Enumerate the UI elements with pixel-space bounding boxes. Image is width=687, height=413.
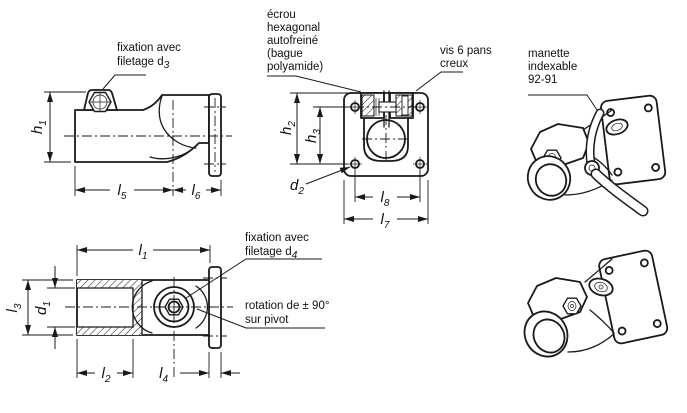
annotation-fixation-d4: fixation avec filetage d4: [185, 232, 322, 299]
annotation-fixation-d3: fixation avec filetage d3: [102, 42, 181, 90]
section-view-dimensions: l1 l3 d1 l2 l4: [4, 242, 240, 385]
pivot-screw-2: [588, 277, 614, 297]
dim-label-d2: d2: [290, 177, 304, 197]
dim-label-l1: l1: [139, 242, 148, 262]
front-view: h2 h3 d2 l8 l7 écrou hexagonal autofrein…: [267, 9, 492, 231]
svg-text:filetage d4: filetage d4: [245, 246, 298, 261]
side-view-dimensions: h1 l5 l6: [29, 91, 222, 202]
pivot-screw-1: [605, 118, 629, 136]
leader-d2: [305, 166, 351, 185]
iso-view-plain: [523, 249, 669, 358]
iso-view-lever: manette indexable 92-91: [526, 48, 667, 217]
dim-label-l7: l7: [381, 211, 390, 231]
dim-label-h2: h2: [278, 121, 298, 135]
annotation-manette: manette indexable 92-91: [528, 48, 600, 114]
section-view-part: [65, 266, 233, 378]
iso-flange-1: [600, 94, 667, 186]
dim-label-l5: l5: [118, 182, 127, 202]
leader-fixation-d4: [185, 258, 322, 299]
fork-arc-right: [195, 285, 209, 329]
nut-section: [361, 94, 375, 117]
leader-vis: [415, 71, 463, 92]
dim-label-l4: l4: [159, 365, 168, 385]
svg-text:(bague: (bague: [267, 48, 303, 60]
front-view-part: [343, 90, 429, 177]
section-view: l1 l3 d1 l2 l4 fixation avec filetage d4: [4, 232, 329, 385]
svg-text:manette: manette: [528, 48, 570, 60]
tube-wall-top: [77, 280, 142, 288]
svg-text:92-91: 92-91: [528, 74, 557, 86]
corner-holes: [348, 100, 427, 171]
annotation-ecrou: écrou hexagonal autofreiné (bague polyam…: [267, 9, 362, 93]
dim-label-l2: l2: [102, 365, 111, 385]
svg-text:sur pivot: sur pivot: [245, 314, 289, 326]
dim-label-l3: l3: [4, 303, 24, 312]
svg-text:fixation avec: fixation avec: [117, 42, 181, 54]
dim-label-h3: h3: [303, 129, 323, 143]
iso-body-2: [523, 258, 615, 358]
svg-text:filetage d3: filetage d3: [117, 56, 170, 71]
flange-section: [208, 266, 222, 349]
svg-text:hexagonal: hexagonal: [267, 22, 320, 34]
tube-wall-bottom: [77, 327, 142, 335]
iso-flange-2: [598, 249, 669, 345]
svg-text:écrou: écrou: [267, 9, 296, 21]
svg-text:autofreiné: autofreiné: [267, 35, 318, 47]
svg-text:polyamide): polyamide): [267, 61, 323, 73]
leader-ecrou: [267, 75, 362, 93]
side-view: h1 l5 l6 fixation avec filetage d3: [29, 42, 232, 202]
leader-manette: [528, 94, 600, 114]
annotation-rotation: rotation de ± 90° sur pivot: [196, 300, 329, 329]
annotation-vis: vis 6 pans creux: [415, 45, 492, 92]
side-view-part: [64, 89, 232, 196]
dim-label-l6: l6: [192, 182, 201, 202]
svg-text:vis 6 pans: vis 6 pans: [440, 45, 492, 57]
iso-body-1: [526, 108, 649, 217]
tube-wall-end: [133, 288, 142, 327]
dim-label-h1: h1: [29, 120, 49, 134]
hex-nut-iso-2: [562, 297, 582, 315]
svg-text:fixation avec: fixation avec: [245, 232, 309, 244]
leader-fixation-d3: [102, 74, 146, 90]
svg-text:creux: creux: [440, 58, 468, 70]
leader-rotation: [196, 308, 325, 329]
svg-text:rotation de ± 90°: rotation de ± 90°: [245, 300, 329, 312]
dim-label-l8: l8: [381, 189, 390, 209]
svg-text:indexable: indexable: [528, 61, 577, 73]
dim-label-d1: d1: [33, 301, 53, 315]
hex-socket-slot: [401, 95, 409, 116]
front-view-dimensions: h2 h3 d2 l8 l7: [278, 92, 429, 231]
